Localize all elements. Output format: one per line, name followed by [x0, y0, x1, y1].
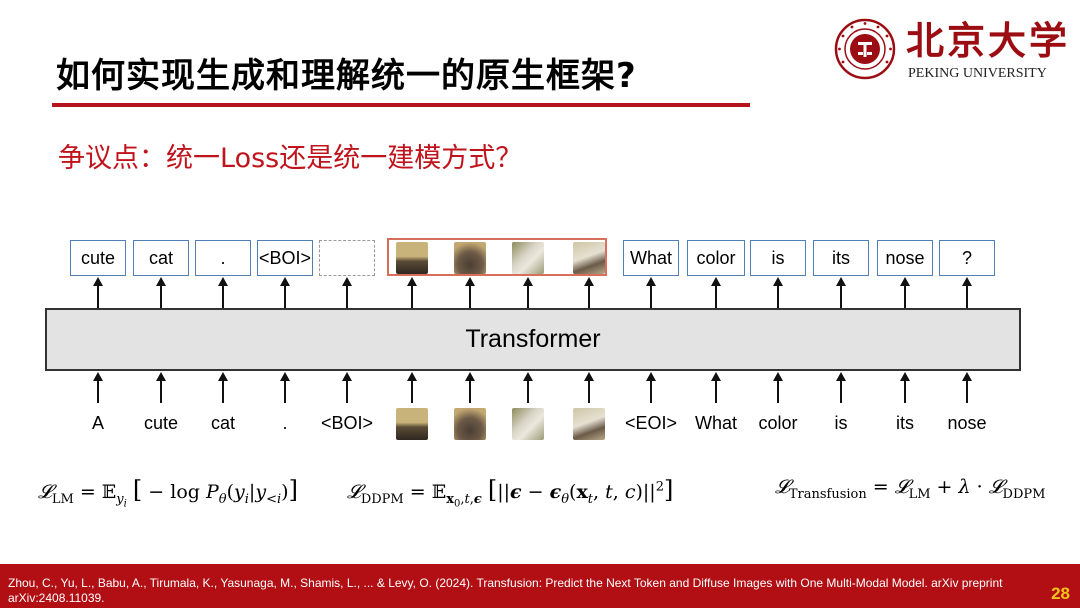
input-token-label: <BOI>: [320, 413, 374, 433]
input-token-label: <EOI>: [624, 413, 678, 433]
logo-name-chinese: 北京大学: [906, 18, 1071, 63]
output-token: <BOI>: [257, 240, 313, 276]
ddpm-loss-equation: 𝓛DDPM = 𝔼x0,t,ϵ [||ϵ − ϵθ(xt, t, c)||2]: [347, 476, 674, 510]
title-underline: [52, 103, 750, 107]
output-token: ?: [939, 240, 995, 276]
output-token: cat: [133, 240, 189, 276]
input-token-label: is: [834, 413, 848, 433]
slide-subtitle: 争议点：统一Loss还是统一建模方式？: [58, 143, 523, 174]
footer-bar: Zhou, C., Yu, L., Babu, A., Tirumala, K.…: [0, 564, 1080, 608]
input-token-label: color: [758, 413, 798, 433]
lm-loss-equation: 𝓛LM = 𝔼yi [ − log Pθ(yi|y<i)]: [38, 476, 298, 510]
output-token: is: [750, 240, 806, 276]
slide-title: 如何实现生成和理解统一的原生框架?: [56, 56, 637, 96]
transformer-block: Transformer: [45, 308, 1021, 371]
input-token-label: A: [91, 413, 105, 433]
transfusion-loss-equation: 𝓛Transfusion = 𝓛LM + λ · 𝓛DDPM: [775, 476, 1046, 502]
page-number: 28: [1051, 584, 1070, 603]
loss-equations: 𝓛LM = 𝔼yi [ − log Pθ(yi|y<i)] 𝓛DDPM = 𝔼x…: [0, 476, 1080, 516]
output-image-patch: [512, 242, 544, 274]
input-token-label: its: [896, 413, 914, 433]
input-token-label: cat: [210, 413, 236, 433]
output-image-patch: [396, 242, 428, 274]
output-image-patch: [573, 242, 605, 274]
university-seal-icon: [834, 18, 896, 80]
output-token: .: [195, 240, 251, 276]
input-token-label: .: [282, 413, 288, 433]
output-token: cute: [70, 240, 126, 276]
input-image-patch: [512, 408, 544, 440]
input-token-label: What: [694, 413, 738, 433]
output-token: What: [623, 240, 679, 276]
citation-text: Zhou, C., Yu, L., Babu, A., Tirumala, K.…: [8, 576, 1003, 605]
input-image-patch: [396, 408, 428, 440]
logo-name-english: PEKING UNIVERSITY: [908, 66, 1047, 81]
output-token: nose: [877, 240, 933, 276]
output-token-empty: [319, 240, 375, 276]
output-token: color: [687, 240, 745, 276]
input-token-label: nose: [947, 413, 987, 433]
input-image-patch: [454, 408, 486, 440]
output-token: its: [813, 240, 869, 276]
input-image-patch: [573, 408, 605, 440]
output-image-patch: [454, 242, 486, 274]
input-token-label: cute: [143, 413, 179, 433]
university-logo: 北京大学 PEKING UNIVERSITY: [834, 18, 1067, 82]
